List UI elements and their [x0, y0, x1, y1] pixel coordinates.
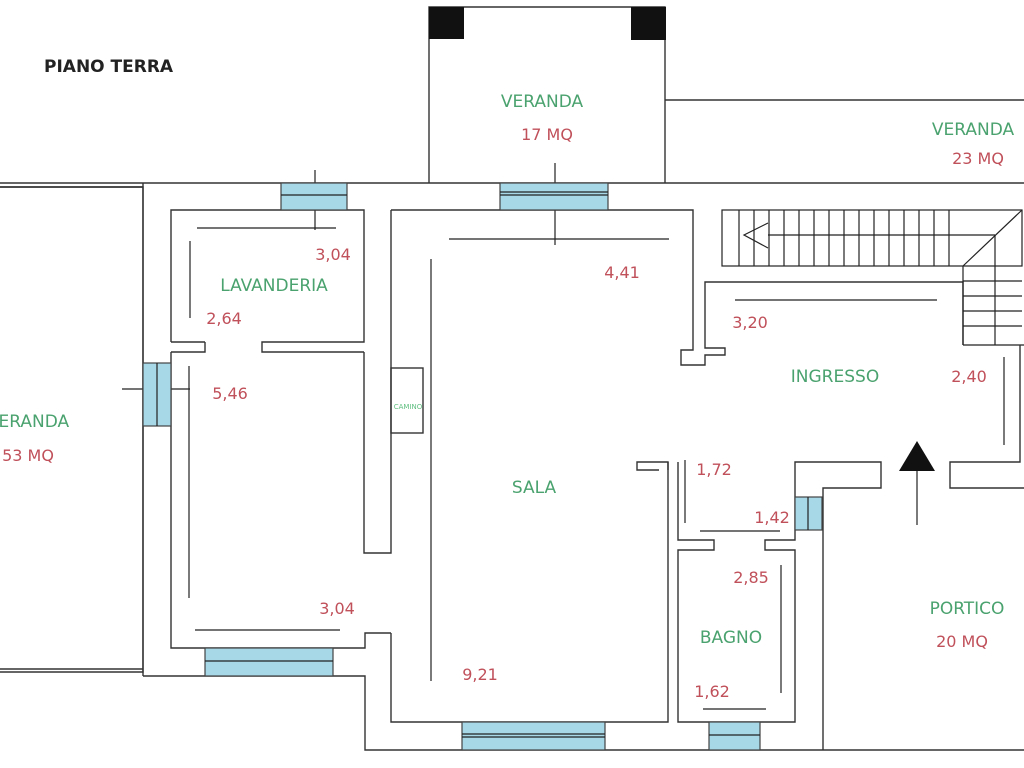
floor-title: PIANO TERRA	[44, 57, 174, 77]
room-label-veranda-top: VERANDA	[501, 92, 584, 112]
room-label-ingresso: INGRESSO	[791, 367, 879, 387]
window	[708, 721, 761, 751]
room-label-portico: PORTICO	[930, 599, 1005, 619]
dim-bagno-width: 1,62	[694, 682, 730, 701]
ingresso-left-wall	[794, 461, 882, 750]
fireplace-label: CAMINO	[394, 403, 423, 411]
dim-lavanderia-width: 3,04	[315, 245, 351, 264]
area-veranda-top: 17 MQ	[521, 125, 573, 144]
room-label-veranda-left: VERANDA	[0, 412, 69, 432]
area-veranda-left: 53 MQ	[2, 446, 54, 465]
area-veranda-right: 23 MQ	[952, 149, 1004, 168]
dim-ingresso-width: 3,20	[732, 313, 768, 332]
room-label-lavanderia: LAVANDERIA	[220, 276, 328, 296]
window	[204, 647, 334, 677]
dim-left-room-depth: 5,46	[212, 384, 248, 403]
ingresso-right-wall	[949, 345, 1024, 489]
pillar-right	[631, 7, 666, 40]
dim-lavanderia-depth: 2,64	[206, 309, 242, 328]
pillar-left	[429, 7, 464, 39]
fireplace	[390, 367, 424, 434]
room-label-veranda-right: VERANDA	[932, 120, 1015, 140]
entrance-arrow-icon	[899, 441, 935, 525]
dim-bagno-depth: 2,85	[733, 568, 769, 587]
dim-corridor-depth: 1,72	[696, 460, 732, 479]
dim-corridor-width: 1,42	[754, 508, 790, 527]
window	[142, 362, 172, 427]
staircase	[721, 209, 1024, 346]
area-portico: 20 MQ	[936, 632, 988, 651]
dim-sala-width: 4,41	[604, 263, 640, 282]
room-label-bagno: BAGNO	[700, 628, 762, 648]
lavanderia-walls	[170, 209, 365, 353]
window	[280, 182, 348, 211]
room-label-sala: SALA	[512, 478, 557, 498]
window	[461, 721, 606, 751]
sala-walls	[390, 209, 964, 723]
dim-ingresso-depth: 2,40	[951, 367, 987, 386]
dim-left-room-width: 3,04	[319, 599, 355, 618]
veranda-top-structure	[428, 6, 666, 183]
dim-sala-depth: 9,21	[462, 665, 498, 684]
window	[794, 496, 823, 531]
window	[499, 182, 609, 211]
